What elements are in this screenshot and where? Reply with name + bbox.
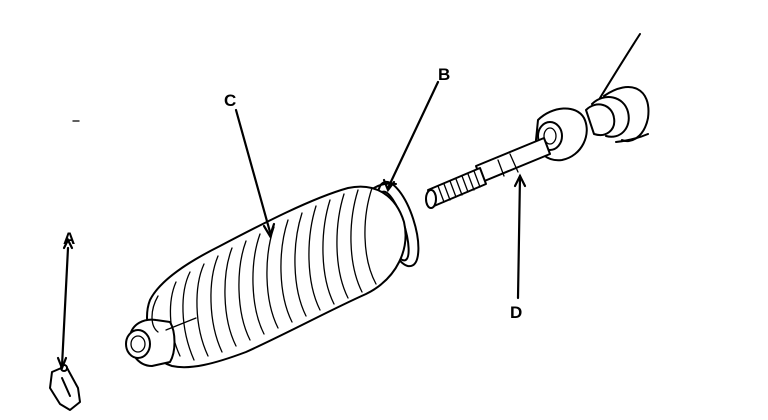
tie-rod: [425, 107, 588, 209]
callout-a: A: [63, 229, 75, 248]
rack-housing-end: [585, 33, 650, 143]
callout-d: D: [510, 303, 522, 322]
callout-c: C: [224, 91, 236, 110]
steering-rack-boot: [125, 185, 407, 369]
boot-pleats: [169, 187, 377, 361]
callout-b: B: [438, 65, 450, 84]
leader-lines: [56, 80, 527, 371]
thread-lines: [437, 170, 481, 203]
boot-clip-a: [49, 364, 81, 411]
